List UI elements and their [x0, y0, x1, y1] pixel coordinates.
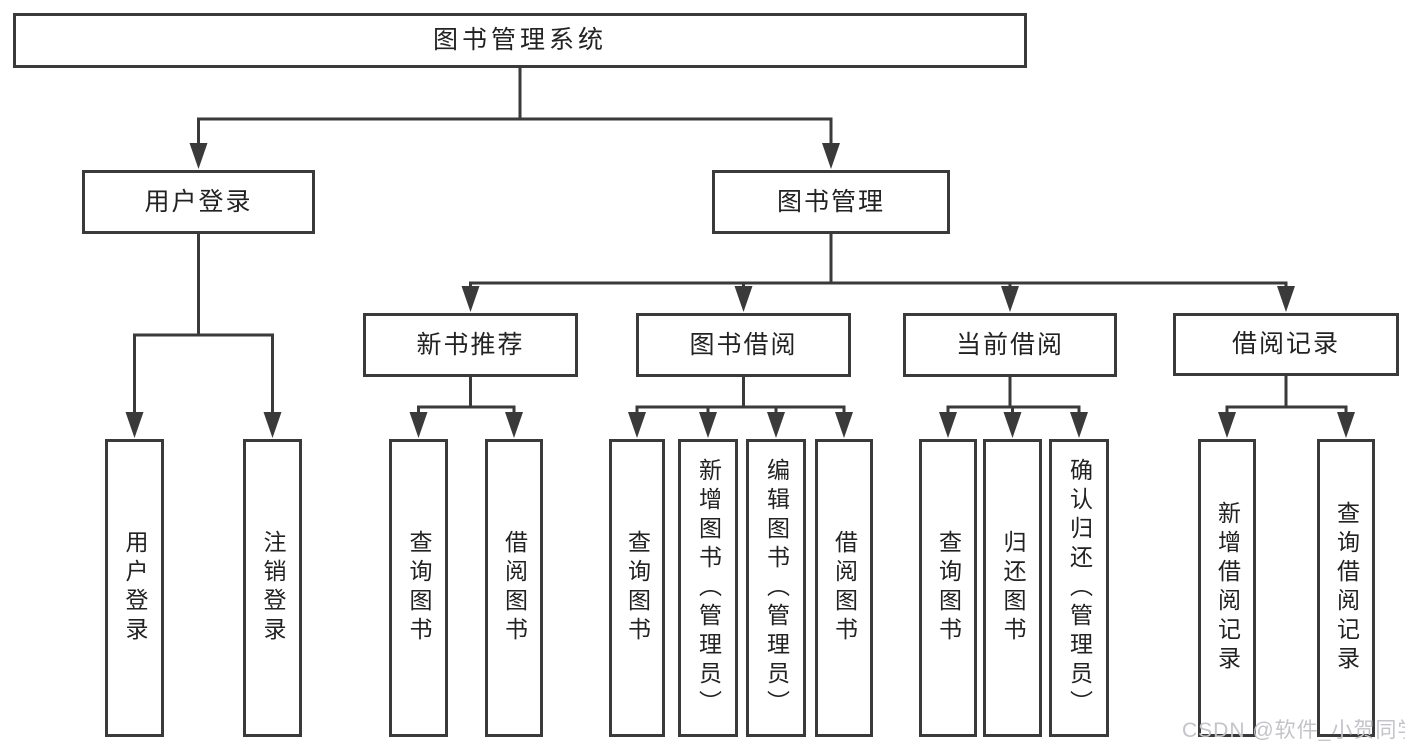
node-current-borrow: 当前借阅 [903, 313, 1117, 377]
connector-borrow-record [1218, 375, 1355, 438]
node-book-borrow: 图书借阅 [636, 313, 851, 377]
node-leaf-confirm-return: 确认归还（管理员） [1049, 439, 1109, 737]
node-leaf-edit-book: 编辑图书（管理员） [746, 439, 806, 737]
node-leaf-add-book: 新增图书（管理员） [678, 439, 738, 737]
node-leaf-user-login: 用户登录 [105, 439, 164, 737]
node-leaf-query-book-1: 查询图书 [389, 439, 448, 737]
node-borrow-record: 借阅记录 [1173, 313, 1399, 376]
node-root: 图书管理系统 [13, 13, 1027, 68]
connector-current-borrow [939, 376, 1088, 438]
node-book-mgmt: 图书管理 [712, 170, 950, 234]
node-leaf-logout: 注销登录 [243, 439, 302, 737]
node-leaf-query-book-3: 查询图书 [919, 439, 977, 737]
node-new-book-rec: 新书推荐 [363, 313, 578, 377]
node-leaf-add-record: 新增借阅记录 [1198, 439, 1256, 737]
connector-user-login [125, 233, 282, 438]
node-leaf-borrow-book-1: 借阅图书 [485, 439, 543, 737]
connector-book-mgmt [461, 233, 1295, 312]
node-leaf-query-book-2: 查询图书 [609, 439, 665, 737]
connector-book-borrow [628, 376, 853, 438]
connector-new-book-rec [409, 376, 523, 438]
node-leaf-query-record: 查询借阅记录 [1317, 439, 1375, 737]
connector-root [189, 67, 840, 169]
node-leaf-return-book: 归还图书 [983, 439, 1042, 737]
watermark: CSDN @软件_小贺同学 [1182, 719, 1405, 742]
node-user-login: 用户登录 [82, 170, 315, 234]
node-leaf-borrow-book-2: 借阅图书 [815, 439, 873, 737]
